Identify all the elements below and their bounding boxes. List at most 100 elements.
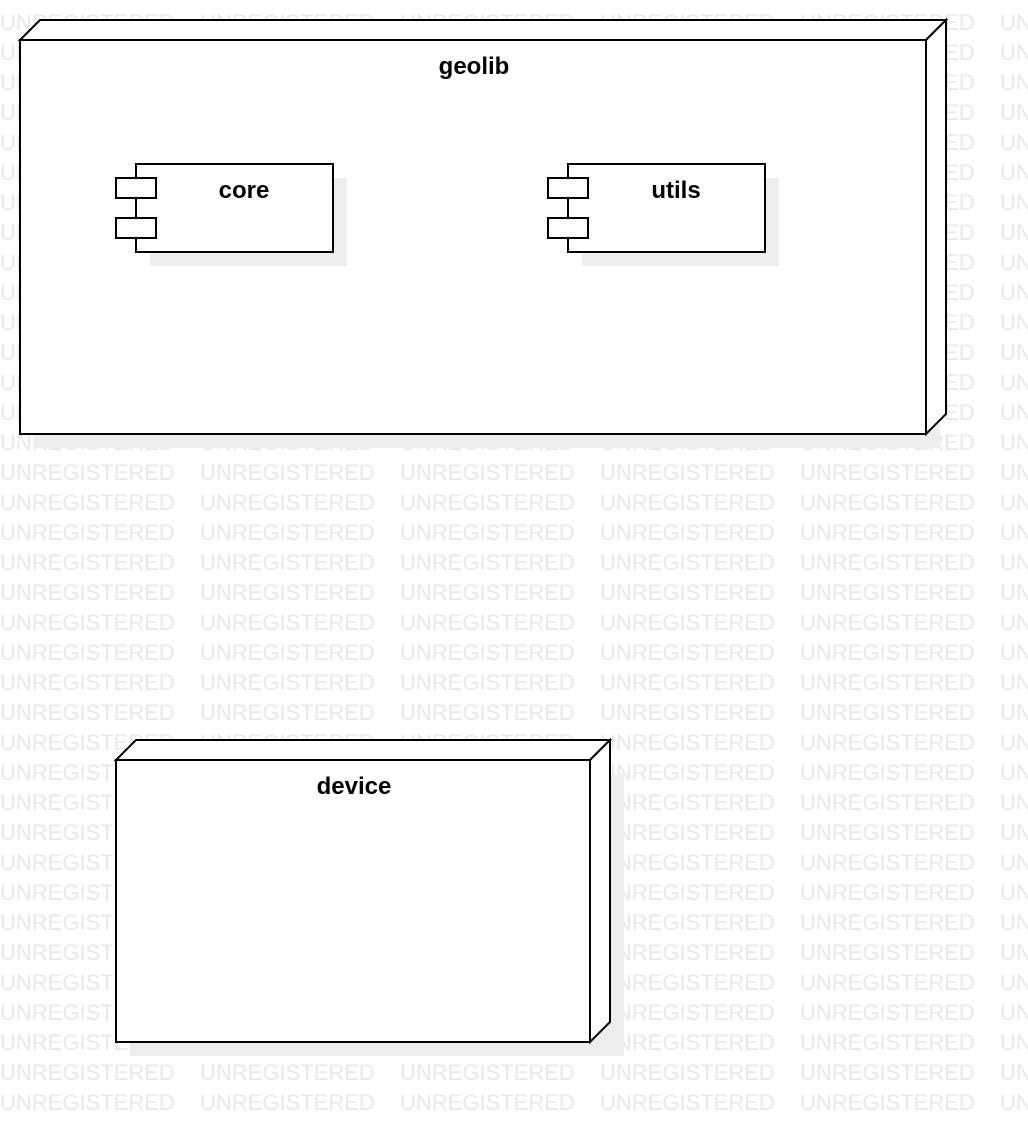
watermark-text: UNREGISTERED — [800, 490, 975, 515]
watermark-text: UNREGISTERED — [1000, 640, 1028, 665]
watermark-text: UNREGISTERED — [1000, 880, 1028, 905]
watermark-text: UNREGISTERED — [200, 610, 375, 635]
node-device-front-face — [115, 759, 591, 1043]
watermark-text: UNREGISTERED — [400, 610, 575, 635]
watermark-text: UNREGISTERED — [200, 520, 375, 545]
watermark-text: UNREGISTERED — [0, 580, 175, 605]
watermark-text: UNREGISTERED — [1000, 190, 1028, 215]
watermark-text: UNREGISTERED — [600, 520, 775, 545]
watermark-text: UNREGISTERED — [600, 880, 775, 905]
component-utils-port-bottom — [547, 217, 589, 239]
watermark-text: UNREGISTERED — [1000, 220, 1028, 245]
watermark-text: UNREGISTERED — [600, 1060, 775, 1085]
watermark-text: UNREGISTERED — [800, 880, 975, 905]
watermark-text: UNREGISTERED — [200, 1090, 375, 1115]
watermark-text: UNREGISTERED — [0, 700, 175, 725]
watermark-text: UNREGISTERED — [800, 850, 975, 875]
watermark-text: UNREGISTERED — [800, 460, 975, 485]
watermark-text: UNREGISTERED — [1000, 460, 1028, 485]
watermark-text: UNREGISTERED — [400, 640, 575, 665]
watermark-text: UNREGISTERED — [800, 940, 975, 965]
watermark-text: UNREGISTERED — [600, 940, 775, 965]
component-core-port-top — [115, 177, 157, 199]
watermark-text: UNREGISTERED — [400, 460, 575, 485]
watermark-text: UNREGISTERED — [800, 730, 975, 755]
watermark-text: UNREGISTERED — [1000, 490, 1028, 515]
watermark-text: UNREGISTERED — [1000, 550, 1028, 575]
watermark-text: UNREGISTERED — [1000, 790, 1028, 815]
watermark-text: UNREGISTERED — [1000, 910, 1028, 935]
component-utils[interactable]: utils — [547, 163, 779, 266]
node-geolib-side-face — [925, 17, 947, 437]
node-geolib-top-face — [17, 19, 949, 41]
component-core-label: core — [219, 177, 270, 204]
watermark-text: UNREGISTERED — [0, 460, 175, 485]
watermark-text: UNREGISTERED — [1000, 1000, 1028, 1025]
watermark-text: UNREGISTERED — [800, 790, 975, 815]
watermark-text: UNREGISTERED — [800, 610, 975, 635]
node-device-label: device — [317, 773, 392, 800]
watermark-text: UNREGISTERED — [400, 1060, 575, 1085]
watermark-text: UNREGISTERED — [1000, 70, 1028, 95]
watermark-text: UNREGISTERED — [600, 970, 775, 995]
watermark-text: UNREGISTERED — [600, 850, 775, 875]
watermark-text: UNREGISTERED — [800, 1090, 975, 1115]
watermark-text: UNREGISTERED — [1000, 700, 1028, 725]
watermark-text: UNREGISTERED — [1000, 940, 1028, 965]
watermark-text: UNREGISTERED — [0, 610, 175, 635]
watermark-text: UNREGISTERED — [1000, 580, 1028, 605]
component-core-port-bottom — [115, 217, 157, 239]
watermark-text: UNREGISTERED — [800, 580, 975, 605]
watermark-text: UNREGISTERED — [600, 490, 775, 515]
watermark-text: UNREGISTERED — [1000, 1060, 1028, 1085]
watermark-text: UNREGISTERED — [800, 970, 975, 995]
watermark-text: UNREGISTERED — [1000, 10, 1028, 35]
watermark-text: UNREGISTERED — [600, 820, 775, 845]
component-utils-label: utils — [651, 177, 700, 204]
watermark-text: UNREGISTERED — [200, 670, 375, 695]
watermark-text: UNREGISTERED — [400, 670, 575, 695]
watermark-text: UNREGISTERED — [200, 1060, 375, 1085]
watermark-text: UNREGISTERED — [1000, 1030, 1028, 1055]
watermark-text: UNREGISTERED — [800, 820, 975, 845]
watermark-text: UNREGISTERED — [1000, 160, 1028, 185]
component-utils-port-top — [547, 177, 589, 199]
watermark-text: UNREGISTERED — [600, 580, 775, 605]
watermark-text: UNREGISTERED — [0, 1060, 175, 1085]
watermark-text: UNREGISTERED — [1000, 520, 1028, 545]
watermark-text: UNREGISTERED — [1000, 430, 1028, 455]
watermark-text: UNREGISTERED — [600, 910, 775, 935]
watermark-text: UNREGISTERED — [200, 460, 375, 485]
node-geolib[interactable]: geolib core utils — [17, 17, 949, 448]
watermark-text: UNREGISTERED — [1000, 670, 1028, 695]
watermark-text: UNREGISTERED — [200, 490, 375, 515]
watermark-text: UNREGISTERED — [800, 1060, 975, 1085]
watermark-text: UNREGISTERED — [800, 760, 975, 785]
watermark-text: UNREGISTERED — [0, 1090, 175, 1115]
watermark-text: UNREGISTERED — [200, 550, 375, 575]
watermark-text: UNREGISTERED — [600, 610, 775, 635]
component-core[interactable]: core — [115, 163, 347, 266]
component-core-body — [135, 163, 334, 253]
watermark-text: UNREGISTERED — [600, 700, 775, 725]
watermark-text: UNREGISTERED — [400, 1090, 575, 1115]
watermark-text: UNREGISTERED — [400, 490, 575, 515]
watermark-text: UNREGISTERED — [800, 1030, 975, 1055]
watermark-text: UNREGISTERED — [800, 520, 975, 545]
component-utils-body — [567, 163, 766, 253]
watermark-text: UNREGISTERED — [400, 580, 575, 605]
node-device[interactable]: device — [113, 737, 624, 1056]
watermark-text: UNREGISTERED — [200, 640, 375, 665]
watermark-text: UNREGISTERED — [1000, 970, 1028, 995]
watermark-text: UNREGISTERED — [0, 520, 175, 545]
watermark-text: UNREGISTERED — [400, 700, 575, 725]
watermark-text: UNREGISTERED — [1000, 400, 1028, 425]
watermark-text: UNREGISTERED — [0, 550, 175, 575]
watermark-text: UNREGISTERED — [600, 790, 775, 815]
watermark-text: UNREGISTERED — [400, 550, 575, 575]
watermark-text: UNREGISTERED — [0, 670, 175, 695]
watermark-text: UNREGISTERED — [800, 700, 975, 725]
node-device-top-face — [113, 739, 613, 761]
watermark-text: UNREGISTERED — [0, 640, 175, 665]
watermark-text: UNREGISTERED — [1000, 820, 1028, 845]
